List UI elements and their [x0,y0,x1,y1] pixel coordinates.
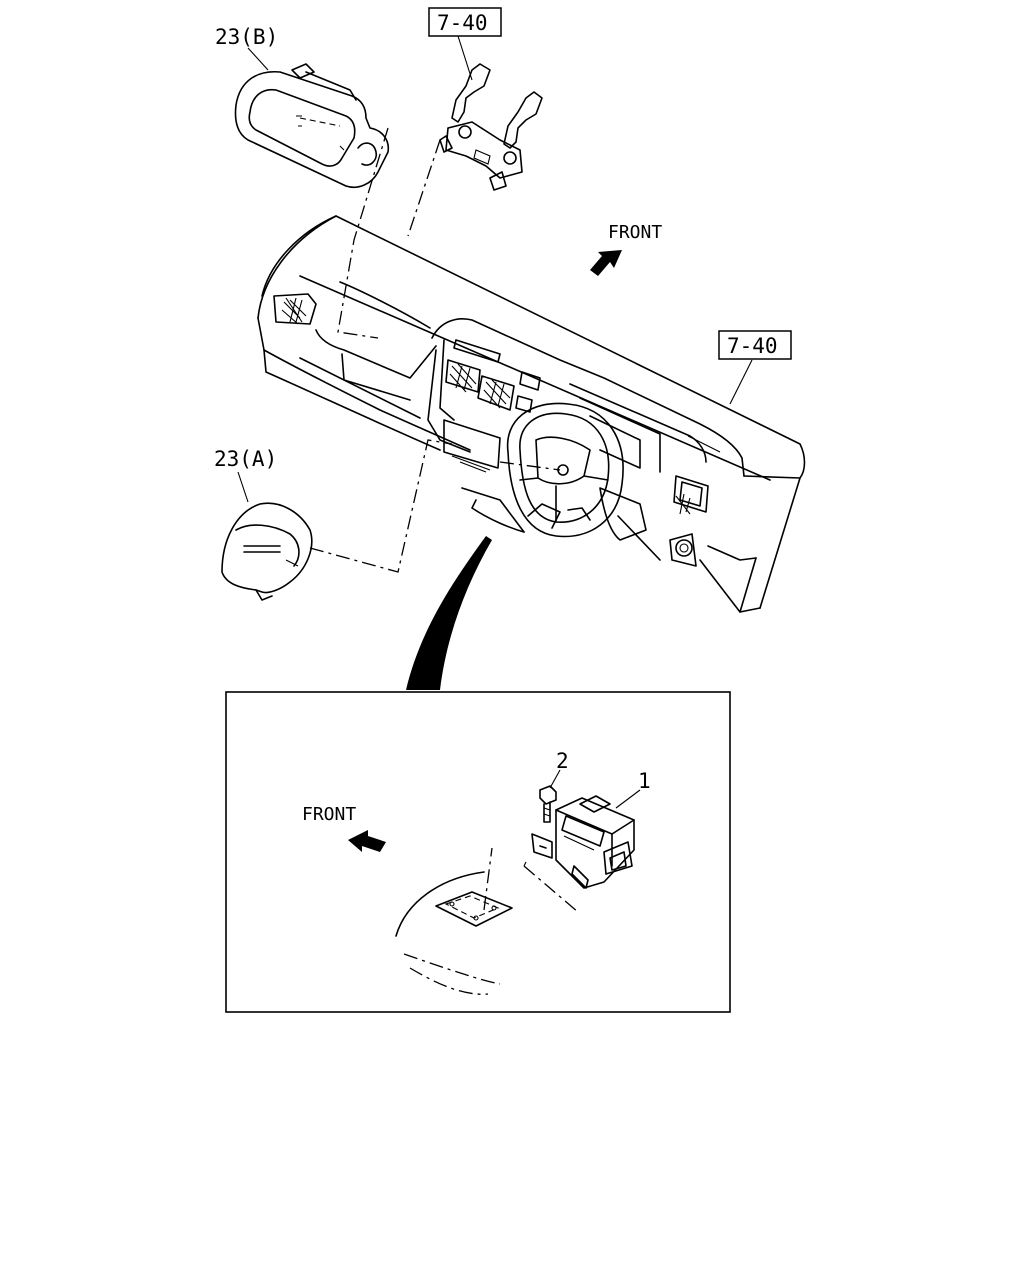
ref-box-top: 7-40 [428,7,502,37]
driver-airbag-module [221,502,313,601]
ref-7-40-top: 7-40 [437,11,488,35]
sdm-control-module [531,795,635,889]
front-label-top: FRONT [608,222,662,243]
front-arrow-top [590,250,622,276]
detail-pointer [406,536,492,690]
front-arrow-detail [348,830,386,852]
detail-box [225,691,731,1013]
callout-23b: 23(B) [215,25,278,49]
combination-switch [439,63,543,191]
bolt [539,785,557,823]
callout-1: 1 [638,769,651,793]
ref-box-right: 7-40 [718,330,792,360]
floor-mount [395,871,513,995]
front-label-detail: FRONT [302,804,356,825]
dashboard [257,215,806,613]
callout-2: 2 [556,749,569,773]
passenger-airbag-module [234,63,390,188]
ref-7-40-right: 7-40 [727,334,778,358]
callout-23a: 23(A) [214,447,277,471]
